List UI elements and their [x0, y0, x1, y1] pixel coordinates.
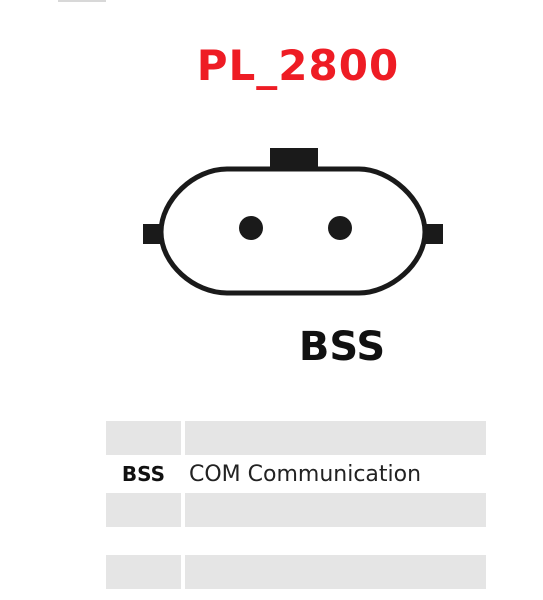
pin-code-cell: [106, 421, 181, 455]
pin-code-cell: BSS: [121, 462, 166, 486]
top-edge-mark: [58, 0, 106, 2]
pin-table-row: [106, 555, 486, 589]
pin-table-row: [106, 493, 486, 527]
connector-pin-2: [328, 216, 352, 240]
connector-diagram: [143, 148, 443, 296]
part-number-title: PL_2800: [196, 41, 400, 90]
connector-housing-outline: [158, 166, 428, 296]
pin-table-row: BSS COM Communication: [106, 457, 486, 491]
pin-description-cell: [185, 555, 486, 589]
connector-pin-label: BSS: [298, 324, 386, 370]
connector-pin-1: [239, 216, 263, 240]
pin-table-row: [106, 421, 486, 455]
pin-description-cell: [185, 493, 486, 527]
pin-description-cell: [185, 421, 486, 455]
pin-code-cell: [106, 493, 181, 527]
connector-latch-tab: [270, 148, 318, 170]
pin-description-cell: COM Communication: [189, 461, 422, 487]
pin-code-cell: [106, 555, 181, 589]
pin-table: BSS COM Communication: [106, 421, 486, 591]
